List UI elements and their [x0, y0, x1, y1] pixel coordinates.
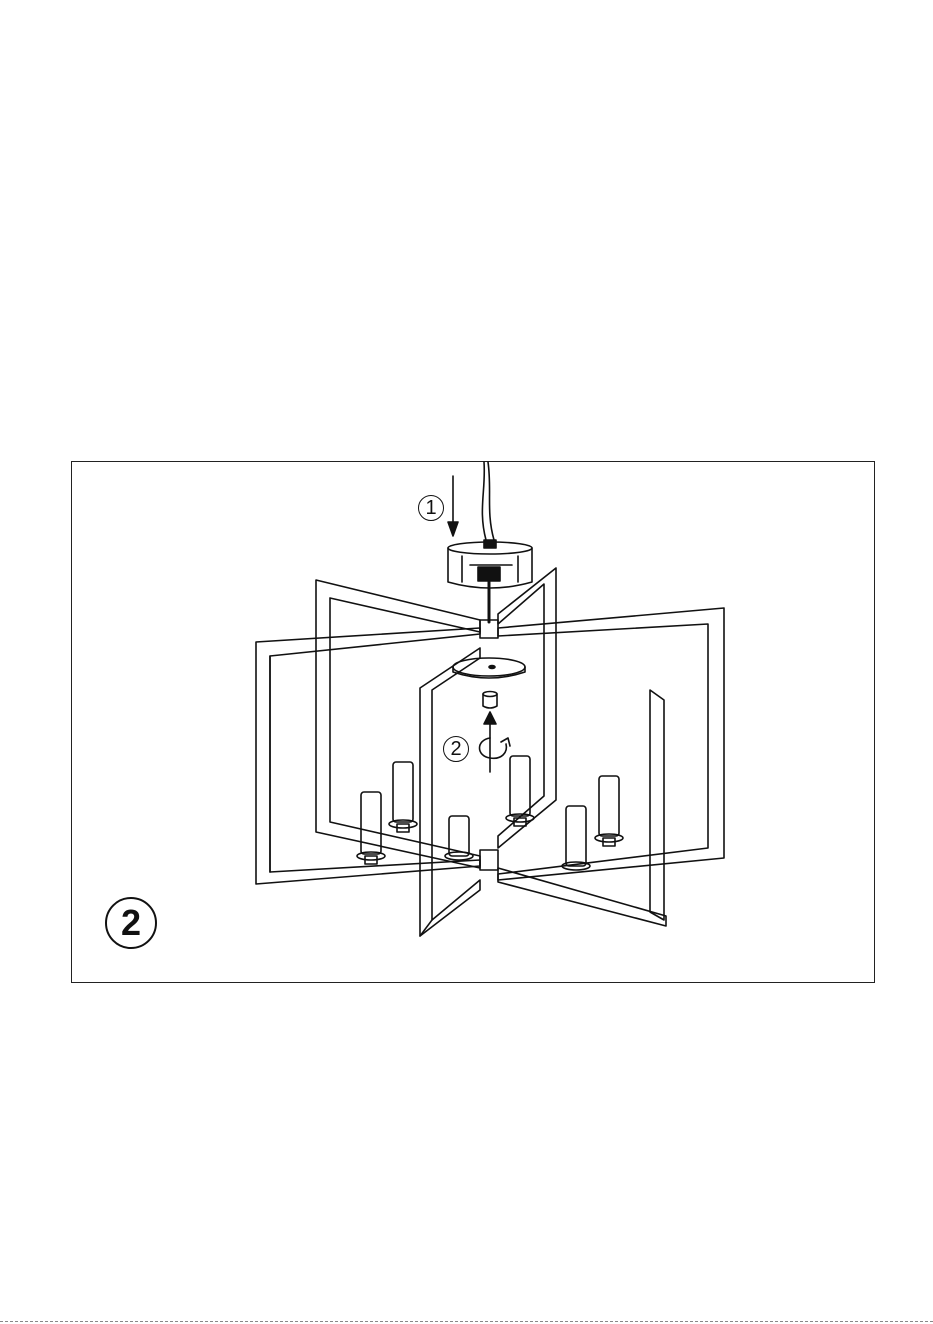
callout-step-2: 2	[443, 736, 469, 762]
right-vertical-frame	[498, 568, 556, 848]
lower-diagonal-arms	[420, 648, 666, 936]
down-arrow-icon	[448, 476, 458, 536]
finial-nut	[483, 692, 497, 709]
back-right-frame	[498, 608, 724, 880]
candle-sockets	[357, 756, 623, 870]
step-number-badge: 2	[105, 897, 157, 949]
page-bottom-edge	[0, 1321, 933, 1322]
up-arrow-icon	[484, 712, 496, 772]
suspension-cable	[482, 462, 494, 540]
rotate-arrow-icon	[480, 738, 511, 758]
ceiling-canopy	[448, 540, 532, 622]
callout-step-1: 1	[418, 495, 444, 521]
